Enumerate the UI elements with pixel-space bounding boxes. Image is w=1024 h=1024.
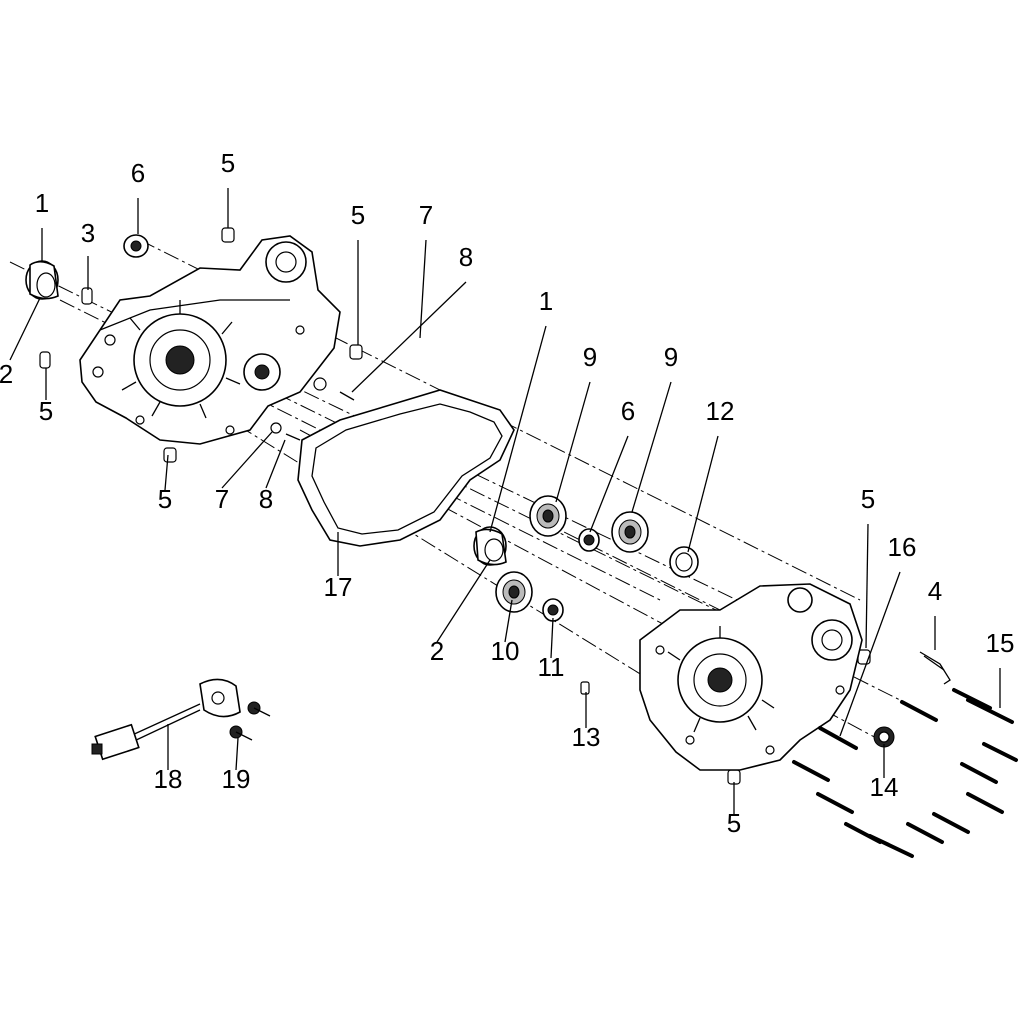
- leader-line-c8a: [265, 439, 286, 489]
- callout-label-c14: 14: [870, 772, 899, 802]
- dowel-pins: [39, 227, 871, 785]
- leader-line-c5c: [164, 454, 169, 491]
- leader-line-c9a: [555, 381, 591, 503]
- callout-label-c6a: 6: [131, 158, 145, 188]
- callout-label-c12: 12: [706, 396, 735, 426]
- leader-line-c2b: [436, 559, 491, 643]
- callout-label-c5a: 5: [39, 396, 53, 426]
- callout-label-c10: 10: [491, 636, 520, 666]
- washers-bolts: [270, 377, 355, 441]
- callout-label-c4: 4: [928, 576, 942, 606]
- callout-label-c19: 19: [222, 764, 251, 794]
- callout-label-c5c: 5: [158, 484, 172, 514]
- bushing-right: [473, 526, 507, 566]
- callout-label-c13: 13: [572, 722, 601, 752]
- leader-line-c9b: [631, 381, 672, 513]
- leader-line-c6b: [589, 435, 629, 533]
- leader-line-c8b: [351, 281, 467, 393]
- callout-label-c2b: 2: [430, 636, 444, 666]
- sensor-assembly: [91, 678, 271, 761]
- callout-label-c1a: 1: [35, 188, 49, 218]
- leader-line-c5e: [865, 523, 869, 649]
- callout-label-c5f: 5: [727, 808, 741, 838]
- callout-label-c6b: 6: [621, 396, 635, 426]
- crankcase-gasket: [297, 389, 515, 547]
- leader-line-c19: [235, 737, 239, 771]
- oil-seal-left: [123, 234, 149, 258]
- callout-label-c5e: 5: [861, 484, 875, 514]
- left-crankcase: [79, 235, 341, 445]
- bushing-left: [25, 260, 59, 300]
- callout-label-c7b: 7: [419, 200, 433, 230]
- callout-label-c17: 17: [324, 572, 353, 602]
- callout-label-c8a: 8: [259, 484, 273, 514]
- crankcase-bolts: [792, 688, 1018, 858]
- leader-line-c10: [504, 599, 513, 643]
- leader-line-c16: [839, 571, 901, 737]
- seals: [542, 528, 895, 748]
- leader-line-c7a: [221, 431, 273, 489]
- right-crankcase: [639, 583, 863, 771]
- leader-line-c2a: [9, 297, 41, 361]
- clip: [919, 651, 951, 685]
- callout-label-c8b: 8: [459, 242, 473, 272]
- callout-label-c16: 16: [888, 532, 917, 562]
- callout-label-c1b: 1: [539, 286, 553, 316]
- callout-label-c15: 15: [986, 628, 1015, 658]
- callout-label-c18: 18: [154, 764, 183, 794]
- callout-label-c2a: 2: [0, 359, 13, 389]
- callout-label-c9a: 9: [583, 342, 597, 372]
- callout-label-c5d: 5: [351, 200, 365, 230]
- bearings: [495, 495, 649, 613]
- leader-line-c11: [550, 617, 554, 659]
- callout-label-c3: 3: [81, 218, 95, 248]
- leader-line-c1b: [489, 325, 547, 533]
- leader-line-c12: [687, 435, 719, 553]
- leader-line-c7b: [419, 239, 427, 339]
- callout-label-c5b: 5: [221, 148, 235, 178]
- callout-label-c9b: 9: [664, 342, 678, 372]
- callout-label-c11: 11: [538, 652, 565, 682]
- callout-label-c7a: 7: [215, 484, 229, 514]
